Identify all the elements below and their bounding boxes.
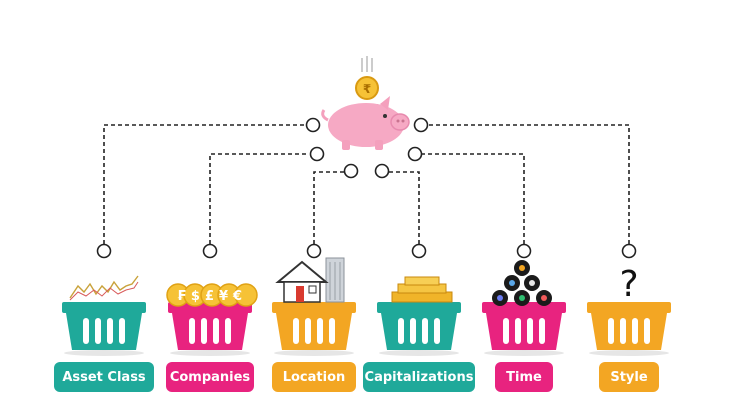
label-capitalizations: Capitalizations — [363, 362, 475, 392]
node — [343, 163, 359, 179]
connector-lines — [103, 124, 630, 244]
connector-nodes — [96, 117, 637, 259]
node — [305, 117, 321, 133]
basket-asset-class — [62, 302, 146, 356]
baskets — [62, 302, 671, 356]
node — [411, 243, 427, 259]
node — [306, 243, 322, 259]
connector-companies — [209, 153, 309, 244]
node — [309, 146, 325, 162]
basket-companies — [168, 302, 252, 356]
basket-capitalizations — [377, 302, 461, 356]
gold-bars-icon — [391, 276, 453, 303]
label-companies: Companies — [166, 362, 254, 392]
node — [413, 117, 429, 133]
node — [202, 243, 218, 259]
crypto-coins-pyramid-icon — [492, 260, 552, 306]
label-time: Time — [495, 362, 553, 392]
connector-location — [313, 171, 344, 244]
node — [374, 163, 390, 179]
label-asset-class: Asset Class — [54, 362, 154, 392]
basket-location — [272, 302, 356, 356]
piggy-bank-with-rupee-coin-icon: ₹ — [321, 56, 410, 150]
stock-chart-icon — [69, 275, 139, 301]
connector-asset-class — [103, 124, 306, 244]
question-mark-icon: ? — [619, 264, 638, 305]
connector-time — [422, 153, 525, 244]
house-and-building-icon — [275, 257, 345, 303]
node — [621, 243, 637, 259]
label-location: Location — [272, 362, 356, 392]
node — [407, 146, 423, 162]
currency-coins-icon: ₣$£¥€ — [166, 283, 258, 307]
basket-time — [482, 302, 566, 356]
node — [516, 243, 532, 259]
basket-style — [587, 302, 671, 356]
connector-style — [428, 124, 630, 244]
rupee-symbol: ₹ — [363, 82, 371, 96]
label-style: Style — [599, 362, 659, 392]
connector-capitalizations — [389, 171, 420, 244]
node — [96, 243, 112, 259]
currency-symbols: ₣$£¥€ — [177, 289, 247, 304]
